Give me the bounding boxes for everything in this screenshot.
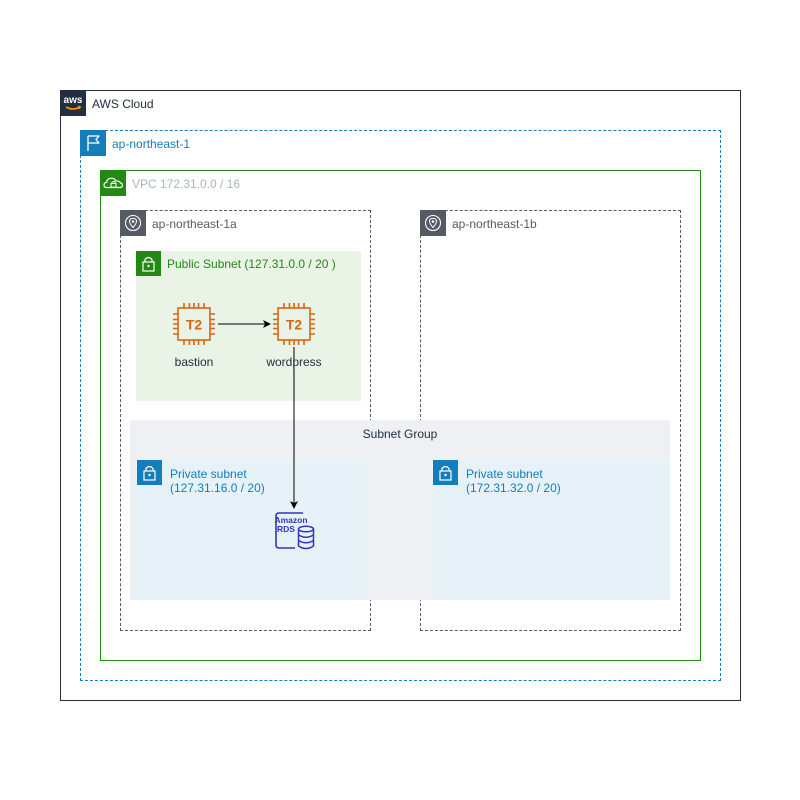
- public-subnet-label: Public Subnet (127.31.0.0 / 20 ): [167, 257, 336, 271]
- aws-logo-text: aws: [64, 95, 83, 106]
- wordpress-label: wordpress: [266, 355, 322, 369]
- lock-icon: [433, 460, 458, 485]
- rds-line1-text: Amazon: [274, 515, 307, 525]
- vpc-label: VPC 172.31.0.0 / 16: [132, 177, 241, 191]
- vpc-group: [100, 170, 701, 661]
- flag-icon: [80, 130, 106, 156]
- private-subnet-a: [137, 460, 367, 600]
- private-subnet-b: [433, 460, 670, 600]
- public-subnet: [136, 251, 361, 401]
- private-subnet-b-title: Private subnet: [466, 467, 543, 481]
- availability-zone-a-label: ap-northeast-1a: [152, 217, 237, 231]
- availability-zone-b-label: ap-northeast-1b: [452, 217, 537, 231]
- private-subnet-a-cidr: (127.31.16.0 / 20): [170, 481, 265, 495]
- cloud-lock-icon: [100, 170, 126, 196]
- database-cylinder-icon: [297, 525, 315, 550]
- bastion-label: bastion: [174, 355, 214, 369]
- aws-cloud-label: AWS Cloud: [92, 97, 154, 111]
- lock-icon: [136, 251, 161, 276]
- location-pin-icon: [420, 210, 446, 236]
- aws-cloud-group: [60, 90, 741, 701]
- region-group: [80, 130, 721, 681]
- subnet-group-label: Subnet Group: [362, 427, 438, 441]
- private-subnet-b-label: Private subnet (172.31.32.0 / 20): [466, 467, 561, 495]
- aws-logo-icon: aws: [60, 90, 86, 116]
- region-label: ap-northeast-1: [112, 137, 191, 151]
- ec2-chip-icon: T2: [273, 303, 315, 345]
- lock-icon: [137, 460, 162, 485]
- private-subnet-b-cidr: (172.31.32.0 / 20): [466, 481, 561, 495]
- rds-line2-text: RDS: [277, 524, 295, 534]
- private-subnet-a-label: Private subnet (127.31.16.0 / 20): [170, 467, 265, 495]
- ec2-chip-icon: T2: [173, 303, 215, 345]
- wordpress-type-text: T2: [286, 317, 303, 333]
- location-pin-icon: [120, 210, 146, 236]
- bastion-type-text: T2: [186, 317, 203, 333]
- amazon-rds-icon: Amazon RDS: [274, 512, 315, 550]
- private-subnet-a-title: Private subnet: [170, 467, 247, 481]
